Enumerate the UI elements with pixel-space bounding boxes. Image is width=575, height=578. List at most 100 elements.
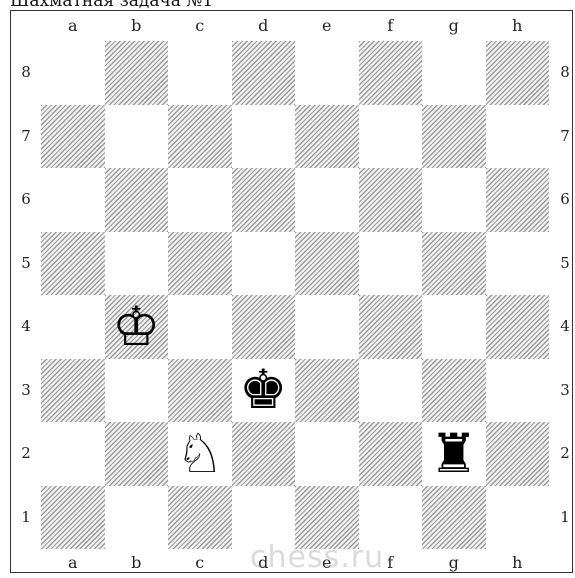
square-h3[interactable] [486, 359, 550, 423]
rank-label: 3 [12, 359, 40, 423]
file-label: e [295, 11, 359, 41]
square-b6[interactable] [105, 168, 169, 232]
square-f6[interactable] [359, 168, 423, 232]
square-d6[interactable] [232, 168, 296, 232]
square-c1[interactable] [168, 486, 232, 550]
square-g3[interactable] [422, 359, 486, 423]
watermark: chess.ru [250, 540, 384, 575]
rank-label: 1 [12, 486, 40, 550]
square-e6[interactable] [295, 168, 359, 232]
file-label: h [486, 548, 550, 578]
file-label: g [422, 11, 486, 41]
rank-label: 3 [551, 359, 575, 423]
square-a1[interactable] [41, 486, 105, 550]
square-c2[interactable]: ♘ [168, 422, 232, 486]
rank-label: 8 [12, 41, 40, 105]
square-a5[interactable] [41, 232, 105, 296]
square-d7[interactable] [232, 105, 296, 169]
square-f7[interactable] [359, 105, 423, 169]
square-g5[interactable] [422, 232, 486, 296]
rank-label: 2 [12, 422, 40, 486]
file-label: h [486, 11, 550, 41]
square-a2[interactable] [41, 422, 105, 486]
black-king-icon[interactable]: ♚ [232, 359, 296, 423]
rank-label: 6 [12, 168, 40, 232]
square-g7[interactable] [422, 105, 486, 169]
file-label: a [41, 548, 105, 578]
black-rook-icon[interactable]: ♜ [422, 422, 486, 486]
square-g2[interactable]: ♜ [422, 422, 486, 486]
rank-label: 7 [12, 105, 40, 169]
square-g1[interactable] [422, 486, 486, 550]
file-label: g [422, 548, 486, 578]
square-f3[interactable] [359, 359, 423, 423]
square-e8[interactable] [295, 41, 359, 105]
file-label: b [105, 548, 169, 578]
square-c3[interactable] [168, 359, 232, 423]
file-label: f [359, 11, 423, 41]
rank-label: 8 [551, 41, 575, 105]
square-h1[interactable] [486, 486, 550, 550]
square-c7[interactable] [168, 105, 232, 169]
square-h4[interactable] [486, 295, 550, 359]
square-e7[interactable] [295, 105, 359, 169]
rank-label: 4 [551, 295, 575, 359]
rank-label: 5 [551, 232, 575, 296]
square-c5[interactable] [168, 232, 232, 296]
square-b7[interactable] [105, 105, 169, 169]
square-b1[interactable] [105, 486, 169, 550]
square-f5[interactable] [359, 232, 423, 296]
square-h6[interactable] [486, 168, 550, 232]
white-knight-icon[interactable]: ♘ [168, 422, 232, 486]
rank-label: 6 [551, 168, 575, 232]
square-a3[interactable] [41, 359, 105, 423]
square-d8[interactable] [232, 41, 296, 105]
square-d4[interactable] [232, 295, 296, 359]
square-h5[interactable] [486, 232, 550, 296]
square-e5[interactable] [295, 232, 359, 296]
rank-label: 7 [551, 105, 575, 169]
square-d5[interactable] [232, 232, 296, 296]
square-d2[interactable] [232, 422, 296, 486]
rank-label: 4 [12, 295, 40, 359]
square-e4[interactable] [295, 295, 359, 359]
rank-labels-right: 8 7 6 5 4 3 2 1 [551, 41, 575, 549]
square-b5[interactable] [105, 232, 169, 296]
square-f4[interactable] [359, 295, 423, 359]
square-c8[interactable] [168, 41, 232, 105]
rank-label: 2 [551, 422, 575, 486]
rank-labels-left: 8 7 6 5 4 3 2 1 [12, 41, 40, 549]
file-label: b [105, 11, 169, 41]
square-g4[interactable] [422, 295, 486, 359]
chess-board: ♔ ♚♘ ♜ [41, 41, 549, 549]
square-a8[interactable] [41, 41, 105, 105]
file-label: c [168, 11, 232, 41]
square-f8[interactable] [359, 41, 423, 105]
square-e2[interactable] [295, 422, 359, 486]
square-d3[interactable]: ♚ [232, 359, 296, 423]
rank-label: 1 [551, 486, 575, 550]
square-c6[interactable] [168, 168, 232, 232]
square-b2[interactable] [105, 422, 169, 486]
square-b4[interactable]: ♔ [105, 295, 169, 359]
square-h8[interactable] [486, 41, 550, 105]
square-b3[interactable] [105, 359, 169, 423]
square-h2[interactable] [486, 422, 550, 486]
square-g6[interactable] [422, 168, 486, 232]
square-a7[interactable] [41, 105, 105, 169]
file-labels-top: a b c d e f g h [41, 11, 549, 41]
square-a4[interactable] [41, 295, 105, 359]
page-caption: Шахматная задача №1 [0, 0, 575, 9]
white-king-icon[interactable]: ♔ [105, 295, 169, 359]
square-c4[interactable] [168, 295, 232, 359]
square-h7[interactable] [486, 105, 550, 169]
file-label: d [232, 11, 296, 41]
square-b8[interactable] [105, 41, 169, 105]
square-f2[interactable] [359, 422, 423, 486]
file-label: c [168, 548, 232, 578]
square-g8[interactable] [422, 41, 486, 105]
rank-label: 5 [12, 232, 40, 296]
file-label: a [41, 11, 105, 41]
square-e3[interactable] [295, 359, 359, 423]
square-a6[interactable] [41, 168, 105, 232]
